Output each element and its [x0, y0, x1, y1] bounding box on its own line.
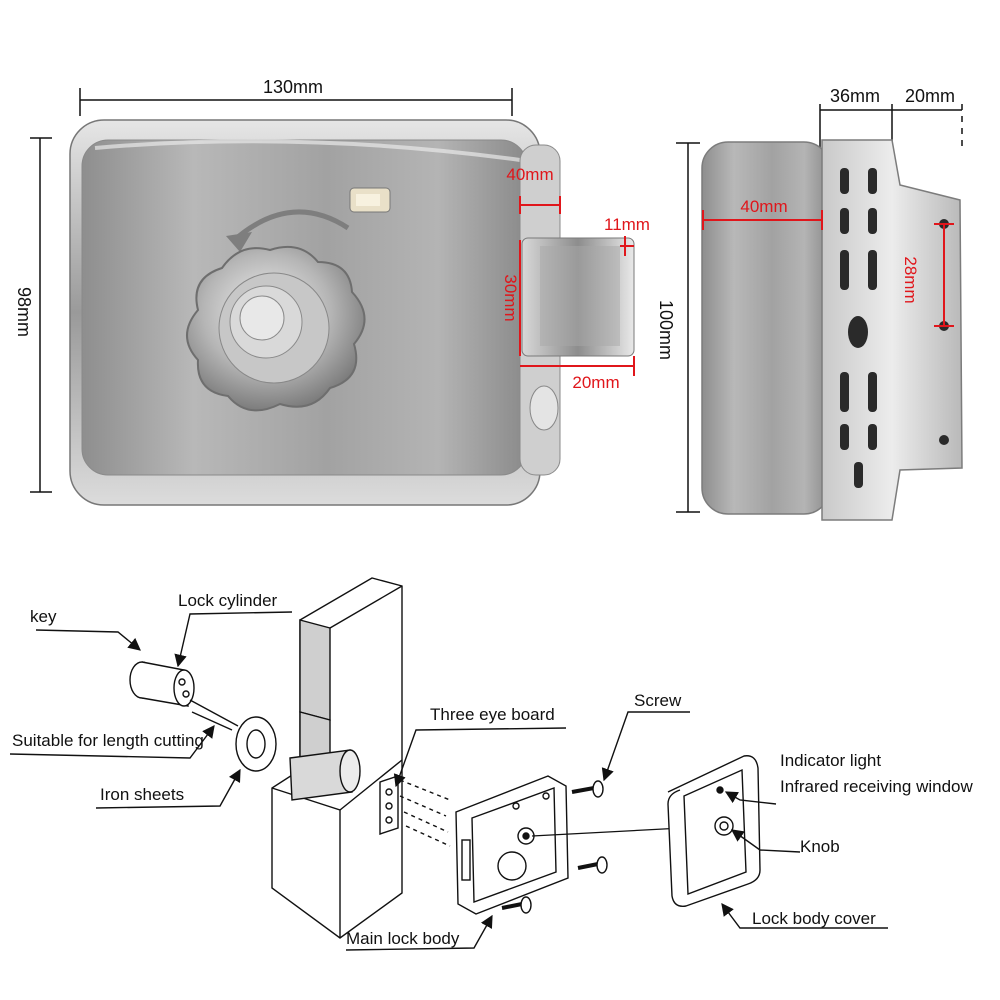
- plate-width-label: 20mm: [905, 86, 955, 106]
- side-offset-label: 40mm: [740, 197, 787, 216]
- bolt-thickness-label: 11mm: [604, 215, 650, 234]
- callout-lock-cylinder: Lock cylinder: [178, 591, 278, 610]
- front-width-label: 130mm: [263, 77, 323, 97]
- indicator-light-dot: [716, 786, 724, 794]
- exploded-view: [129, 577, 761, 939]
- callout-screw: Screw: [634, 691, 682, 710]
- bolt-top-offset-label: 40mm: [506, 165, 553, 184]
- bolt-height-label: 30mm: [501, 274, 520, 321]
- three-eye-board: [379, 775, 399, 835]
- screw-icon: [501, 780, 608, 914]
- hole-spacing-label: 28mm: [901, 256, 920, 303]
- callout-key: key: [30, 607, 57, 626]
- callout-three-eye-board: Three eye board: [430, 705, 555, 724]
- side-view: 100mm 36mm 20mm 40mm: [656, 86, 963, 521]
- reset-button: [529, 385, 559, 431]
- callout-lock-body-cover: Lock body cover: [752, 909, 876, 928]
- main-lock-body: [455, 775, 569, 915]
- front-view: 130mm 98mm 40mm: [14, 77, 650, 506]
- iron-sheet-ring: [235, 716, 277, 772]
- mounting-plate: [821, 139, 963, 521]
- bolt-extension-label: 20mm: [572, 373, 619, 392]
- rotate-arrow-icon: [230, 209, 350, 244]
- callout-iron-sheets: Iron sheets: [100, 785, 184, 804]
- side-depth-label: 36mm: [830, 86, 880, 106]
- callout-indicator-light: Indicator light: [780, 751, 881, 770]
- callout-main-lock-body: Main lock body: [346, 929, 460, 948]
- cover-knob-icon: [714, 816, 734, 836]
- callout-length-cutting: Suitable for length cutting: [12, 731, 204, 750]
- side-height-label: 100mm: [656, 300, 676, 360]
- callout-infrared-window: Infrared receiving window: [780, 777, 973, 796]
- front-height-label: 98mm: [14, 287, 34, 337]
- callout-knob: Knob: [800, 837, 840, 856]
- knob-icon: [186, 246, 366, 412]
